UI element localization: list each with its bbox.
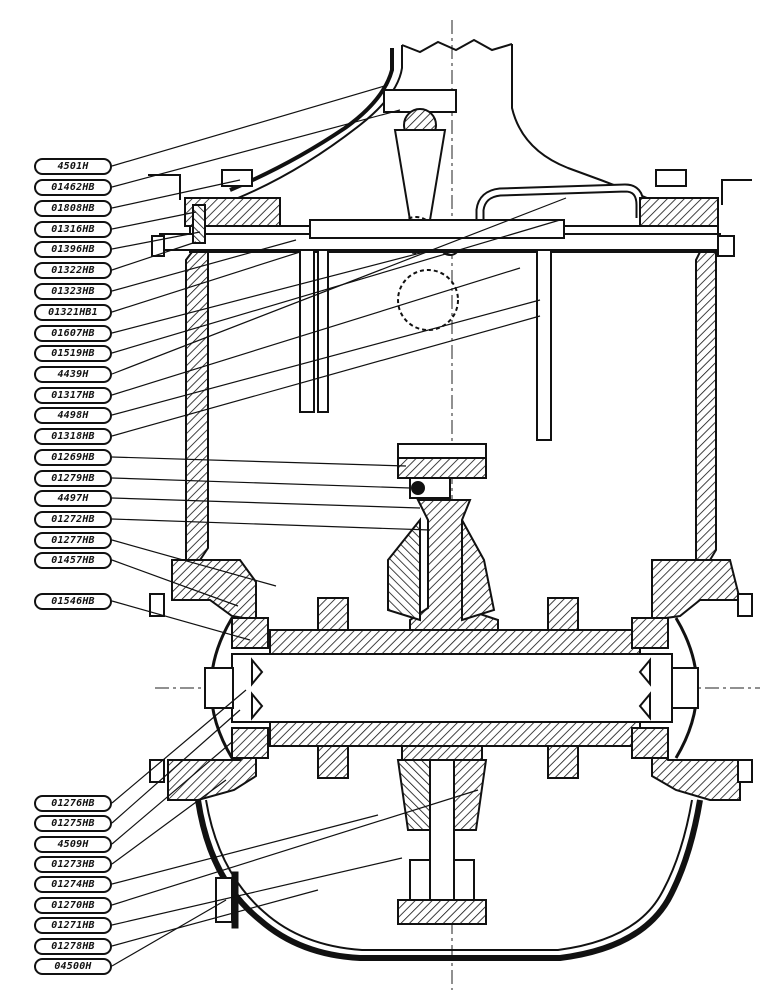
part-callout: 01270HB [34,897,112,914]
upper-gear [397,443,487,499]
part-callout: 01396HB [34,241,112,258]
part-callout: 01273HB [34,856,112,873]
part-callout: 01269HB [34,449,112,466]
part-callout: 01318HB [34,428,112,445]
part-callout: 01607HB [34,325,112,342]
part-callout: 01274HB [34,876,112,893]
leader-lines [111,84,567,967]
gear-cluster [231,597,669,779]
part-callout: 01321HB1 [34,304,112,321]
intake-pipe [229,38,653,201]
main-shaft [204,653,699,723]
part-callout: 01519HB [34,345,112,362]
bevel-gear [387,499,499,643]
part-callout: 01546HB [34,593,112,610]
part-callout: 4439H [34,366,112,383]
part-callout: 01271HB [34,917,112,934]
part-callout: 4497H [34,490,112,507]
output-shaft [396,745,488,925]
shift-rods [299,219,565,441]
part-callout: 01317HB [34,387,112,404]
part-callout: 04500H [34,958,112,975]
part-callout: 4498H [34,407,112,424]
part-callout: 01275HB [34,815,112,832]
part-callout: 01316HB [34,221,112,238]
lower-bowl [195,799,703,961]
part-callout: 01462HB [34,179,112,196]
part-callout: 01322HB [34,262,112,279]
part-callout: 01323HB [34,283,112,300]
part-callout: 01457HB [34,552,112,569]
part-callout: 4501H [34,158,112,175]
top-flange [148,169,752,257]
part-callout: 01278HB [34,938,112,955]
part-callout: 4509H [34,836,112,853]
part-callout: 01277HB [34,532,112,549]
part-callout: 01808HB [34,200,112,217]
part-callout: 01276HB [34,795,112,812]
flange-bolts [149,593,753,783]
part-callout: 01272HB [34,511,112,528]
part-callout: 01279HB [34,470,112,487]
